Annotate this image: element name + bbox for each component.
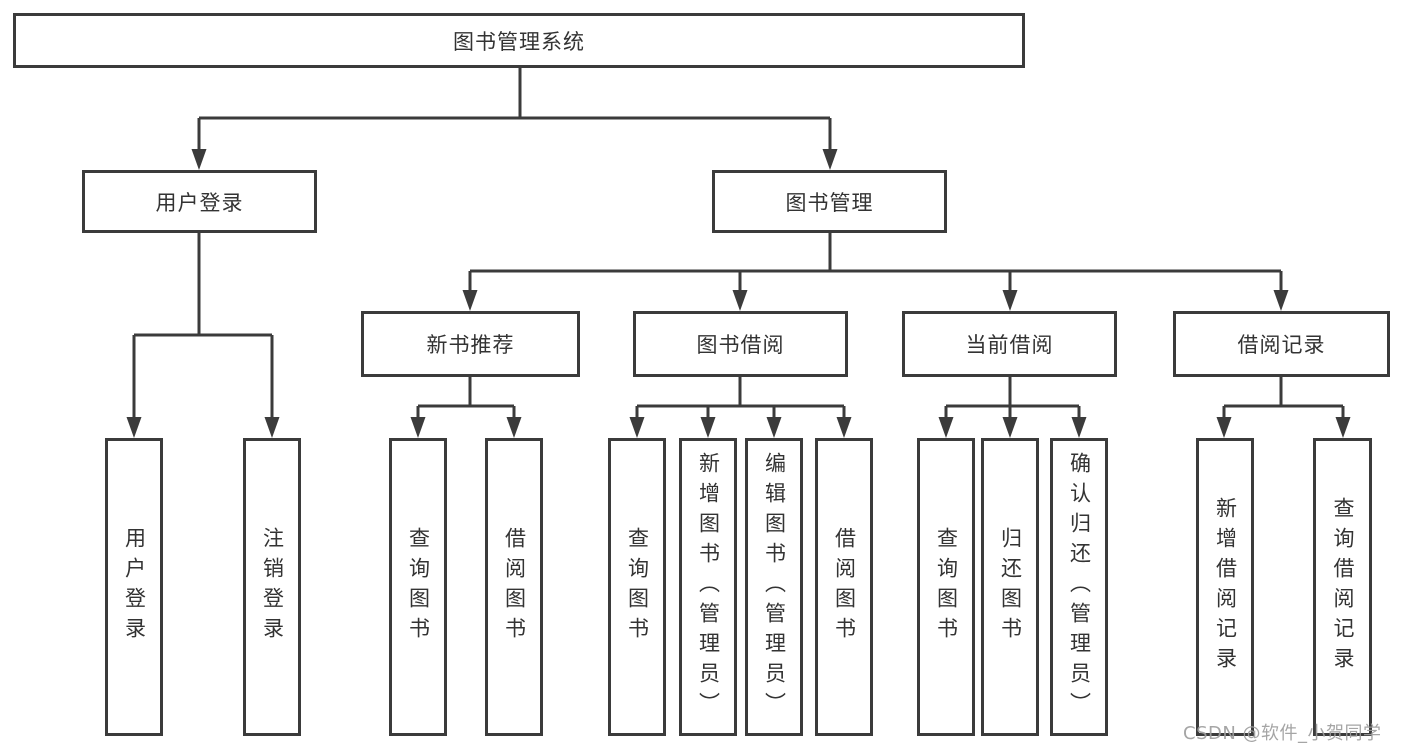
leaf-records-query-record: 查询借阅记录 [1313,438,1372,736]
arrowheads [126,149,1351,438]
leaf-borrow-query-books: 查询图书 [608,438,666,736]
leaf-current-query-books-label: 查询图书 [934,527,959,647]
leaf-logout: 注销登录 [243,438,301,736]
connector-root-to-level1 [197,68,832,152]
node-book-mgmt-label: 图书管理 [785,190,874,215]
leaf-user-login-label: 用户登录 [122,527,147,647]
node-user-login: 用户登录 [82,170,317,233]
node-new-book-recommend-label: 新书推荐 [426,333,515,357]
leaf-current-return-books: 归还图书 [981,438,1039,736]
leaf-recommend-borrow-books-label: 借阅图书 [502,527,527,647]
node-book-mgmt: 图书管理 [712,170,947,233]
leaf-recommend-borrow-books: 借阅图书 [485,438,543,736]
node-book-borrow: 图书借阅 [633,311,848,377]
leaf-records-add-record-label: 新增借阅记录 [1213,497,1238,677]
leaf-records-query-record-label: 查询借阅记录 [1331,497,1355,677]
connector-login-children [132,233,274,420]
connector-records-children [1222,377,1345,420]
leaf-records-add-record: 新增借阅记录 [1196,438,1254,736]
node-current-borrow-label: 当前借阅 [965,333,1054,357]
node-new-book-recommend: 新书推荐 [361,311,580,377]
leaf-borrow-query-books-label: 查询图书 [625,527,650,647]
connector-mgmt-to-level2 [468,233,1283,293]
leaf-borrow-edit-books-admin-label: 编辑图书（管理员） [762,452,787,722]
connector-recommend-children [416,377,516,420]
leaf-borrow-add-books-admin: 新增图书（管理员） [679,438,737,736]
csdn-watermark: CSDN @软件_小贺同学 [1183,723,1382,744]
leaf-current-confirm-return-admin: 确认归还（管理员） [1050,438,1108,736]
leaf-recommend-query-books: 查询图书 [389,438,447,736]
node-user-login-label: 用户登录 [155,190,244,215]
leaf-current-return-books-label: 归还图书 [998,527,1023,647]
connector-current-children [944,377,1081,420]
node-book-borrow-label: 图书借阅 [696,333,785,357]
leaf-borrow-edit-books-admin: 编辑图书（管理员） [745,438,803,736]
node-root: 图书管理系统 [13,13,1025,68]
leaf-recommend-query-books-label: 查询图书 [406,527,431,647]
leaf-borrow-add-books-admin-label: 新增图书（管理员） [696,452,721,722]
node-borrow-records: 借阅记录 [1173,311,1390,377]
leaf-current-confirm-return-admin-label: 确认归还（管理员） [1067,452,1092,722]
connector-borrow-children [635,377,846,420]
leaf-logout-label: 注销登录 [260,527,285,647]
leaf-borrow-lend-books: 借阅图书 [815,438,873,736]
leaf-user-login: 用户登录 [105,438,163,736]
leaf-borrow-lend-books-label: 借阅图书 [832,527,857,647]
leaf-current-query-books: 查询图书 [917,438,975,736]
node-root-label: 图书管理系统 [453,29,585,54]
node-borrow-records-label: 借阅记录 [1237,333,1326,357]
node-current-borrow: 当前借阅 [902,311,1117,377]
